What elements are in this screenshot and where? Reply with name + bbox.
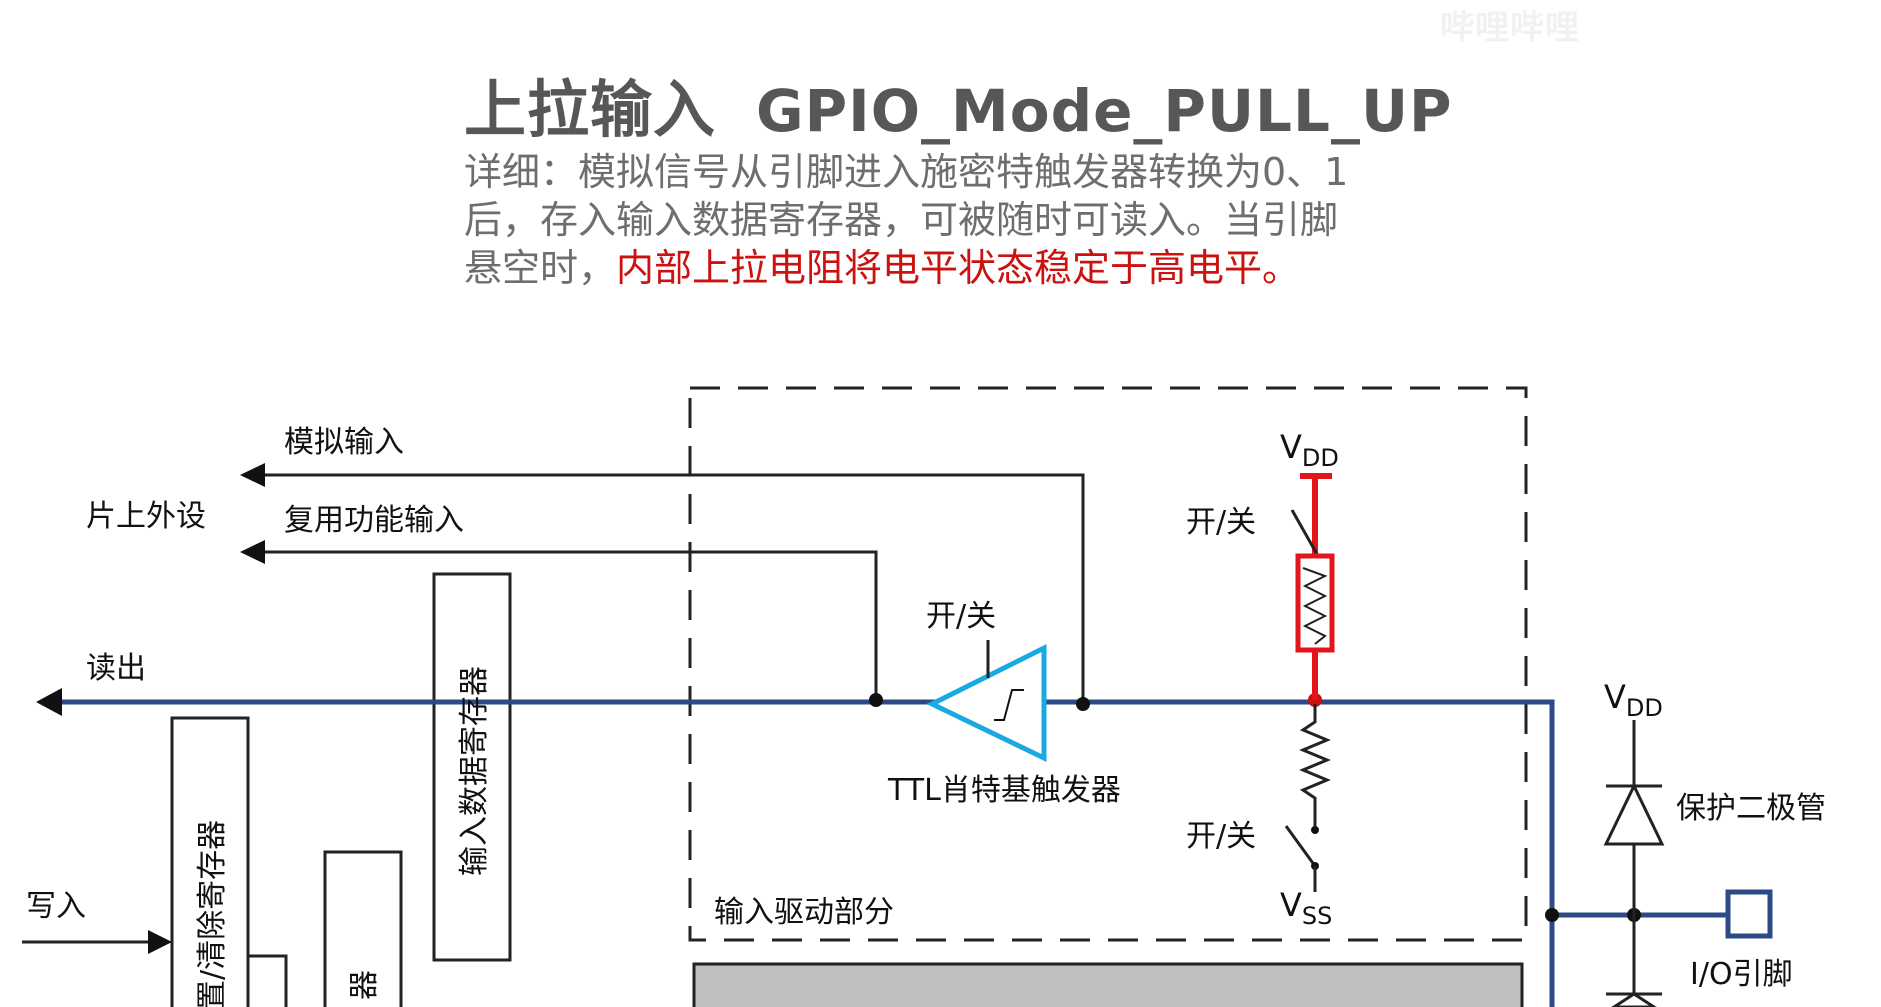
schmitt-hysteresis-icon (994, 689, 1024, 721)
title-mode-cn: 上拉输入 (464, 73, 717, 146)
input-driver-label: 输入驱动部分 (714, 895, 894, 930)
protection-diode-upper (1603, 782, 1665, 846)
alt-function-input-label: 复用功能输入 (284, 503, 464, 538)
io-pin-label: I/O引脚 (1690, 957, 1793, 992)
set-clear-stub-wire (248, 954, 288, 1007)
schmitt-switch-label: 开/关 (926, 599, 996, 634)
set-clear-register-label: 置/清除寄存器 (195, 820, 230, 1007)
vss-sub: SS (1302, 902, 1332, 930)
pulldown-resistor-zigzag (1299, 704, 1331, 830)
description-line-3-prefix: 悬空时， (464, 246, 617, 290)
pulldown-switch-label: 开/关 (1186, 819, 1256, 854)
output-register-block (323, 850, 403, 1007)
page-title: 上拉输入 GPIO_Mode_PULL_UP (464, 70, 1453, 151)
set-clear-register-block (170, 716, 250, 1007)
pullup-resistor-highlight (1295, 553, 1335, 653)
output-register-label: 器 (347, 970, 382, 1000)
protection-diode-label: 保护二极管 (1676, 791, 1826, 826)
alt-function-arrow (240, 540, 265, 564)
read-out-label: 读出 (86, 651, 146, 686)
switch-contact (1311, 826, 1319, 834)
input-data-register-block (432, 572, 512, 962)
read-out-arrow (36, 688, 62, 716)
protection-diode-lower (1611, 992, 1657, 1007)
watermark-logo: 哔哩哔哩 (1440, 8, 1580, 48)
alt-function-wire (260, 550, 878, 700)
input-driver-box (688, 386, 1528, 942)
output-driver-block (692, 962, 1524, 1007)
write-in-label: 写入 (26, 889, 86, 924)
vss-label: VSS (1280, 886, 1332, 930)
analog-input-wire (260, 473, 1085, 704)
io-pin-square (1725, 889, 1773, 939)
vdd-protect-v: V (1604, 678, 1626, 716)
vdd-main-sub: DD (1302, 444, 1339, 472)
pulldown-switch-blade (1284, 825, 1317, 867)
read-out-signal-line (60, 699, 1555, 1007)
pullup-resistor-zigzag (1302, 567, 1328, 645)
vdd-protect-sub: DD (1626, 694, 1663, 722)
vdd-main-v: V (1280, 428, 1302, 466)
analog-input-label: 模拟输入 (284, 425, 404, 460)
junction-dot (869, 693, 883, 707)
analog-input-arrow (240, 463, 265, 487)
vdd-protect-label: VDD (1604, 678, 1663, 722)
ttl-schmitt-label: TTL肖特基触发器 (887, 773, 1121, 808)
description: 详细：模拟信号从引脚进入施密特触发器转换为0、1 后，存入输入数据寄存器，可被随… (464, 148, 1404, 292)
junction-dot (1545, 908, 1559, 922)
pullup-switch-blade (1290, 509, 1320, 557)
description-line-3: 悬空时，内部上拉电阻将电平状态稳定于高电平。 (464, 244, 1404, 292)
description-line-2: 后，存入输入数据寄存器，可被随时可读入。当引脚 (464, 198, 1339, 242)
description-highlight: 内部上拉电阻将电平状态稳定于高电平。 (616, 246, 1301, 290)
write-in-arrow (148, 930, 172, 954)
description-line-1: 详细：模拟信号从引脚进入施密特触发器转换为0、1 (464, 150, 1349, 194)
pullup-switch-label: 开/关 (1186, 505, 1256, 540)
vdd-main-label: VDD (1280, 428, 1339, 472)
input-data-register-label: 输入数据寄存器 (457, 666, 492, 876)
junction-dot (1076, 697, 1090, 711)
onchip-peripheral-label: 片上外设 (86, 499, 206, 534)
title-mode-code: GPIO_Mode_PULL_UP (756, 77, 1453, 145)
vss-v: V (1280, 886, 1302, 924)
